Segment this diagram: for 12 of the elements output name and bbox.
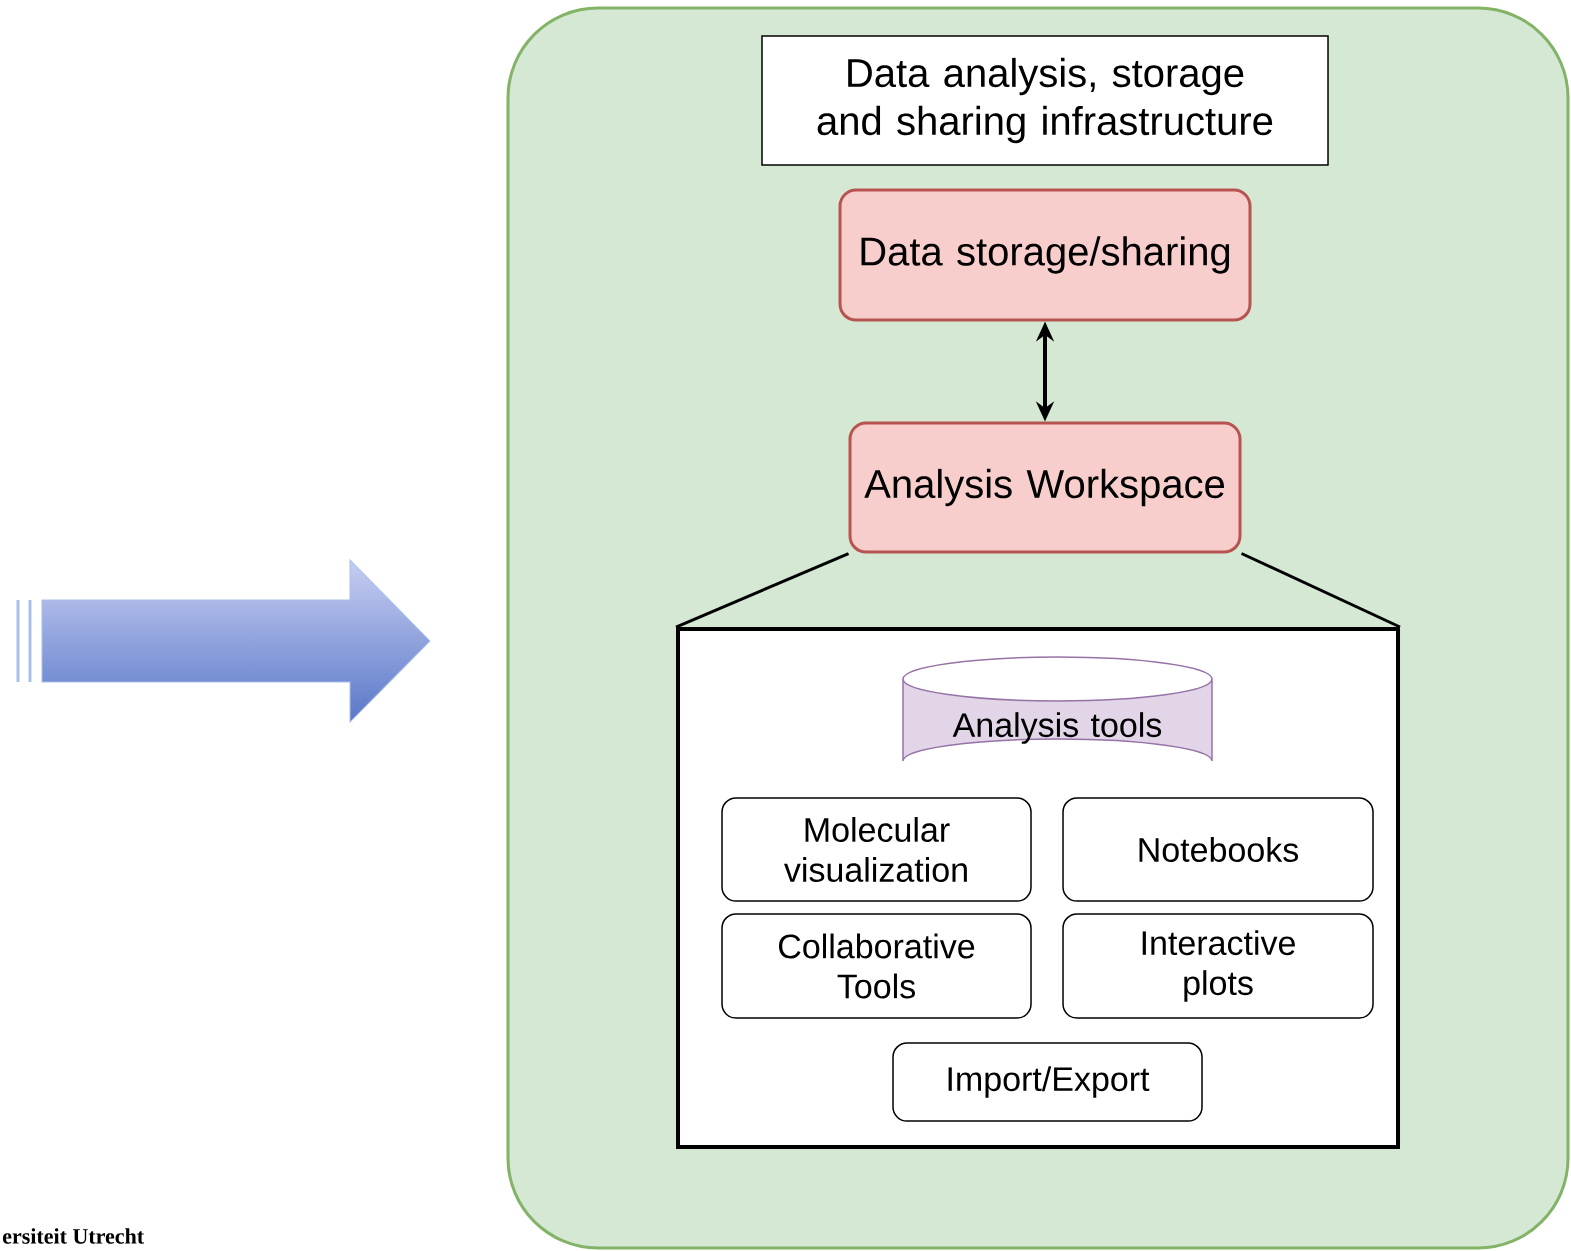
database-cylinder: Analysis tools — [902, 656, 1213, 762]
title-box: Data analysis, storage and sharing infrastructure — [761, 35, 1329, 166]
tool-box: Molecular visualization — [721, 797, 1032, 902]
footer-text: ersiteit Utrecht — [2, 1228, 145, 1244]
process-box: Analysis Workspace — [848, 421, 1242, 554]
tool-box: Interactive plots — [1062, 913, 1374, 1019]
tool-box: Collaborative Tools — [721, 913, 1032, 1019]
tool-box: Notebooks — [1062, 797, 1374, 902]
tool-box: Import/Export — [892, 1042, 1203, 1122]
process-box: Data storage/sharing — [838, 188, 1252, 322]
connector-line — [675, 552, 850, 629]
connector-line — [1240, 552, 1401, 629]
